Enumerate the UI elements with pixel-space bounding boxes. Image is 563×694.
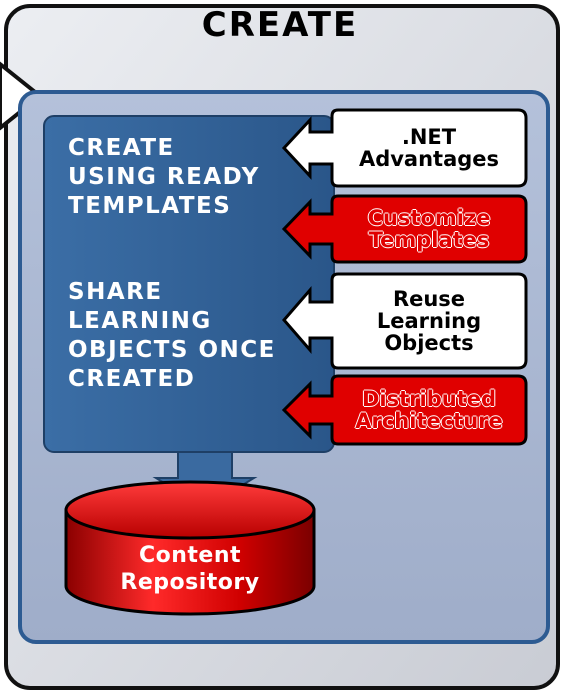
side-label-customize-templates-text: Customize Templates bbox=[367, 205, 491, 252]
main-box-item-templates: CREATE USING READY TEMPLATES bbox=[68, 135, 260, 219]
cylinder-shape bbox=[64, 480, 316, 616]
main-box-item-share: SHARE LEARNING OBJECTS ONCE CREATED bbox=[68, 279, 276, 392]
side-arrow-4-shape bbox=[281, 374, 528, 446]
diagram-title: CREATE bbox=[201, 5, 359, 46]
side-arrow-3-shape bbox=[282, 272, 528, 370]
side-label-distributed-architecture-text: Distributed Architecture bbox=[355, 386, 503, 433]
side-label-customize-templates: Customize Templates bbox=[336, 198, 522, 260]
side-label-distributed-architecture: Distributed Architecture bbox=[336, 378, 522, 442]
side-arrow-1-shape bbox=[281, 108, 528, 188]
repository-label: Content Repository bbox=[120, 542, 260, 596]
side-arrow-2-shape bbox=[281, 194, 528, 264]
side-label-reuse-objects: Reuse Learning Objects bbox=[376, 286, 482, 356]
side-label-net-advantages: .NET Advantages bbox=[358, 124, 500, 171]
